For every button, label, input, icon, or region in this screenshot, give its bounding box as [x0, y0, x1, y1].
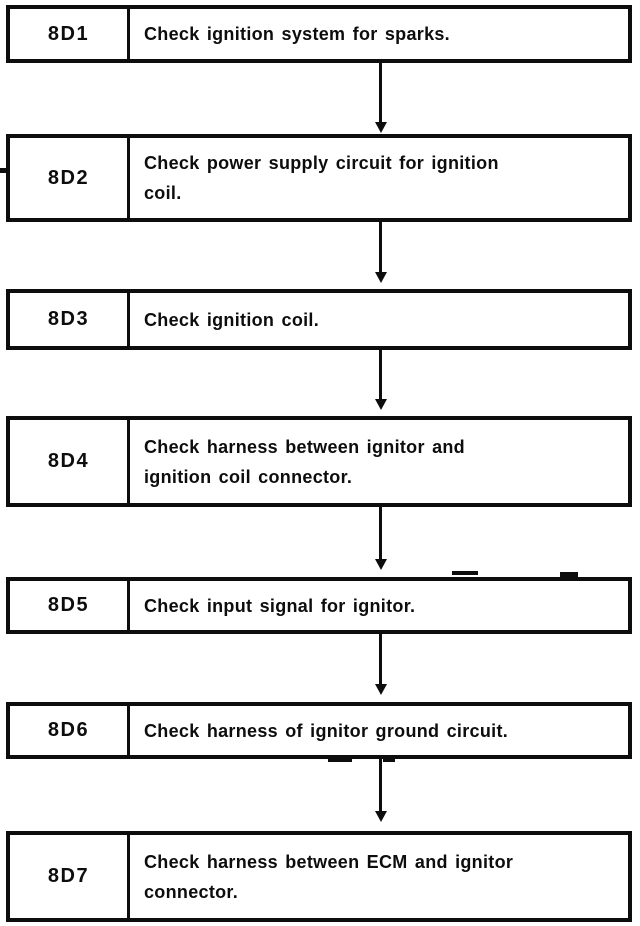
arrow-head-icon — [374, 272, 387, 283]
step-desc-text: Check harness between ignitor and igniti… — [144, 432, 465, 492]
step-desc-line: Check power supply circuit for ignition — [144, 153, 499, 173]
step-desc-text: Check input signal for ignitor. — [144, 591, 415, 621]
arrow-shaft — [379, 222, 382, 272]
arrow-shaft — [379, 759, 382, 811]
arrow-shaft — [379, 63, 382, 122]
step-desc-line: Check ignition system for sparks. — [144, 24, 450, 44]
step-id-cell: 8D1 — [10, 9, 130, 59]
step-id-label: 8D1 — [47, 22, 90, 45]
step-desc-text: Check power supply circuit for ignition … — [144, 148, 499, 208]
step-desc-text: Check harness of ignitor ground circuit. — [144, 716, 508, 746]
scan-artifact — [290, 918, 332, 922]
flow-step: 8D5 Check input signal for ignitor. — [6, 577, 632, 634]
step-desc-line: Check harness of ignitor ground circuit. — [144, 720, 509, 741]
step-desc-line: connector. — [144, 881, 239, 902]
step-desc-text: Check ignition system for sparks. — [144, 19, 450, 49]
step-id-cell: 8D6 — [10, 706, 130, 755]
step-desc-text: Check ignition coil. — [144, 305, 319, 335]
step-desc-line: Check ignition coil. — [144, 309, 320, 330]
scan-artifact — [383, 759, 395, 762]
step-desc-line: Check harness between ECM and ignitor — [144, 851, 514, 872]
step-id-cell: 8D7 — [10, 835, 130, 918]
flow-arrow-down — [374, 759, 387, 822]
step-desc-line: coil. — [144, 183, 182, 203]
scan-artifact — [0, 168, 6, 173]
flow-arrow-down — [374, 507, 387, 570]
step-desc-cell: Check harness between ignitor and igniti… — [130, 420, 628, 503]
step-id-cell: 8D5 — [10, 581, 130, 630]
step-id-label: 8D4 — [47, 450, 90, 472]
step-desc-cell: Check harness between ECM and ignitor co… — [130, 835, 628, 918]
step-desc-line: Check input signal for ignitor. — [144, 595, 416, 616]
step-desc-line: Check harness between ignitor and — [144, 436, 465, 457]
flow-step: 8D3 Check ignition coil. — [6, 289, 632, 350]
arrow-head-icon — [374, 684, 387, 695]
arrow-shaft — [379, 507, 382, 559]
scan-artifact — [360, 918, 380, 922]
arrow-head-icon — [374, 811, 387, 822]
scan-artifact — [452, 571, 478, 575]
arrow-head-icon — [374, 122, 387, 133]
arrow-shaft — [379, 634, 382, 684]
step-id-cell: 8D2 — [10, 138, 130, 218]
flow-arrow-down — [374, 350, 387, 410]
step-desc-cell: Check power supply circuit for ignition … — [130, 138, 628, 218]
scan-artifact — [560, 572, 578, 577]
arrow-shaft — [379, 350, 382, 399]
step-desc-text: Check harness between ECM and ignitor co… — [144, 847, 513, 907]
step-id-cell: 8D4 — [10, 420, 130, 503]
step-desc-cell: Check ignition coil. — [130, 293, 628, 346]
arrow-head-icon — [374, 559, 387, 570]
flow-arrow-down — [374, 63, 387, 133]
flow-step: 8D4 Check harness between ignitor and ig… — [6, 416, 632, 507]
step-id-label: 8D5 — [47, 594, 90, 616]
arrow-head-icon — [374, 399, 387, 410]
step-desc-cell: Check ignition system for sparks. — [130, 9, 628, 59]
flow-step: 8D6 Check harness of ignitor ground circ… — [6, 702, 632, 759]
step-id-cell: 8D3 — [10, 293, 130, 346]
flow-step: 8D2 Check power supply circuit for ignit… — [6, 134, 632, 222]
step-desc-line: ignition coil connector. — [144, 466, 353, 487]
flow-arrow-down — [374, 222, 387, 283]
step-id-label: 8D6 — [47, 719, 90, 741]
flow-step: 8D1 Check ignition system for sparks. — [6, 5, 632, 63]
flow-arrow-down — [374, 634, 387, 695]
step-desc-cell: Check input signal for ignitor. — [130, 581, 628, 630]
step-id-label: 8D7 — [47, 865, 90, 887]
step-id-label: 8D3 — [47, 308, 90, 330]
step-desc-cell: Check harness of ignitor ground circuit. — [130, 706, 628, 755]
scan-artifact — [328, 759, 352, 762]
flow-step: 8D7 Check harness between ECM and ignito… — [6, 831, 632, 922]
step-id-label: 8D2 — [47, 166, 90, 189]
